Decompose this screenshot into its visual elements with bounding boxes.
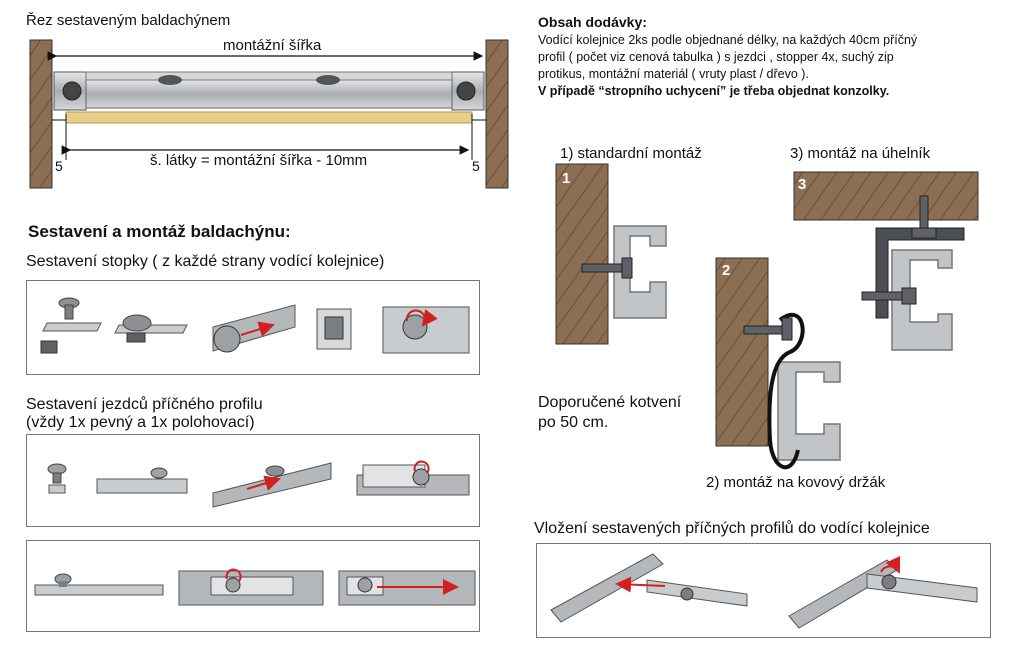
stopper-step-5 <box>382 306 470 354</box>
mount-bracket-label: 2) montáž na kovový držák <box>706 474 886 491</box>
runner-step-5 <box>34 573 164 596</box>
runners-steps-panel-1 <box>26 434 480 527</box>
insertion-step-1 <box>550 553 748 623</box>
insertion-label: Vložení sestavených příčných profilů do … <box>534 520 930 537</box>
angle-bracket <box>875 227 965 319</box>
metal-bracket <box>767 312 805 470</box>
assembly-heading: Sestavení a montáž baldachýnu: <box>28 222 291 241</box>
cross-profile <box>85 79 453 109</box>
mount-standard-label: 1) standardní montáž <box>560 145 702 162</box>
delivery-heading: Obsah dodávky: <box>538 14 647 30</box>
rail-profile-angle <box>891 249 953 351</box>
rail-profile-bracket <box>777 361 841 461</box>
stopper-step-1 <box>40 297 102 354</box>
insertion-panel <box>536 543 991 638</box>
gap-left-label: 5 <box>55 158 63 174</box>
runners-label-2: (vždy 1x pevný a 1x polohovací) <box>26 414 255 431</box>
rail-profile-standard <box>613 225 667 319</box>
delivery-line-2: profil ( počet viz cenová tabulka ) s je… <box>538 50 894 64</box>
runners-steps-panel-2 <box>26 540 480 632</box>
mount-number-3: 3 <box>798 176 807 193</box>
anchor-label-2: po 50 cm. <box>538 414 609 431</box>
left-wall <box>29 39 53 189</box>
stopper-label: Sestavení stopky ( z každé strany vodící… <box>26 253 385 270</box>
mount-width-label: montážní šířka <box>220 37 325 54</box>
mount-number-2: 2 <box>722 262 731 279</box>
fabric-width-label: š. látky = montážní šířka - 10mm <box>150 152 368 169</box>
anchor-label-1: Doporučené kotvení <box>538 394 682 411</box>
runner-step-1 <box>47 463 67 494</box>
insertion-step-2 <box>788 555 978 629</box>
delivery-line-3: protikus, montážní materiál ( vruty plas… <box>538 67 809 81</box>
stopper-step-2 <box>114 314 188 343</box>
mount-number-1: 1 <box>562 170 571 187</box>
right-wall <box>485 39 509 189</box>
runners-label-1: Sestavení jezdců příčného profilu <box>26 396 263 413</box>
cross-section-title: Řez sestaveným baldachýnem <box>26 12 231 29</box>
wall-bracket <box>715 257 769 447</box>
gap-right-label: 5 <box>472 158 480 174</box>
wall-standard <box>555 163 609 345</box>
runner-step-2 <box>96 467 188 494</box>
runner-step-6 <box>178 568 324 606</box>
stopper-step-4 <box>316 308 352 350</box>
runner-step-4 <box>356 460 470 496</box>
runner-step-7 <box>338 570 476 606</box>
ceiling-angle <box>793 171 979 221</box>
delivery-line-1: Vodící kolejnice 2ks podle objednané dél… <box>538 33 918 47</box>
stopper-step-3 <box>212 304 296 353</box>
delivery-note: V případě “stropního uchycení” je třeba … <box>538 84 890 98</box>
mount-angle-label: 3) montáž na úhelník <box>790 145 931 162</box>
stopper-steps-panel <box>26 280 480 375</box>
runner-step-3 <box>212 462 332 508</box>
